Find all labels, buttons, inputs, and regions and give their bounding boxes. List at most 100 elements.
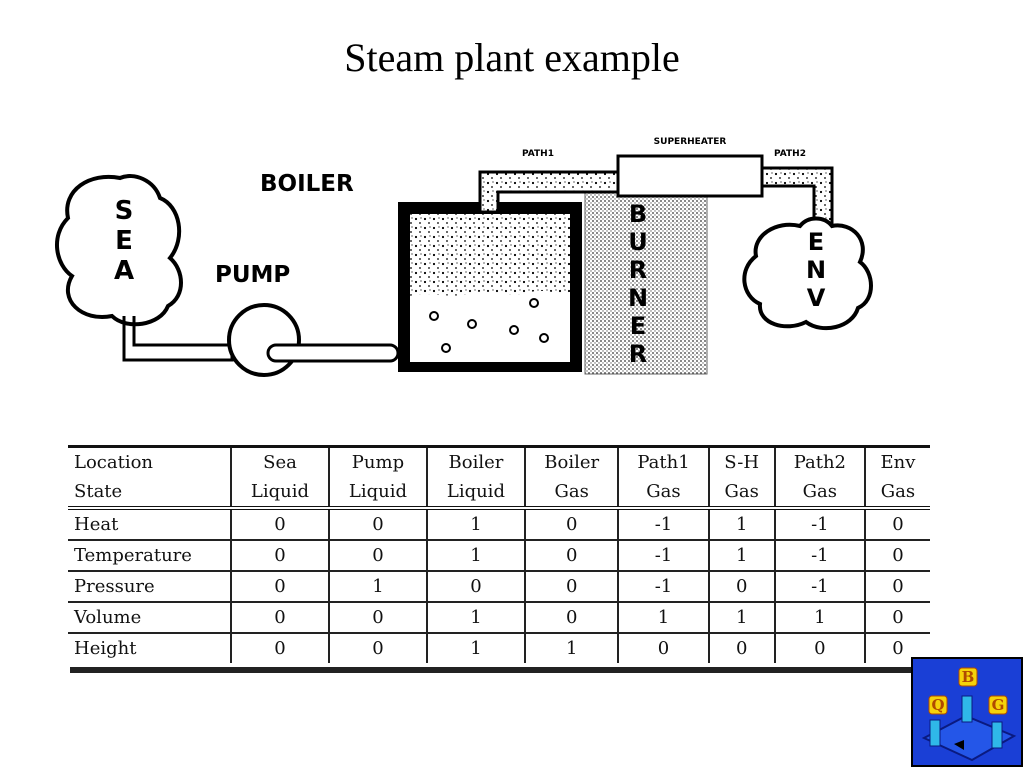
svg-text:N: N [628, 284, 648, 312]
row-label: Volume [68, 602, 231, 634]
header-cell: Gas [863, 477, 930, 510]
boiler-water [410, 290, 570, 362]
table-cell: 0 [327, 540, 427, 572]
table-cell: 1 [707, 508, 775, 541]
table-cell: 0 [617, 633, 709, 663]
table-cell: 0 [523, 508, 619, 541]
superheater [616, 154, 764, 198]
header-cell: Pump [327, 445, 427, 477]
table-bottom-rule [70, 667, 950, 673]
table-cell: 0 [707, 571, 775, 603]
pump-label: PUMP [215, 262, 290, 288]
env-letter: V [807, 284, 826, 312]
svg-text:B: B [629, 200, 647, 228]
svg-text:B: B [962, 668, 975, 686]
sea-letter: A [114, 256, 134, 286]
header-cell: Boiler [425, 445, 525, 477]
table-cell: 0 [863, 540, 930, 572]
steam-plant-diagram: S E A PUMP BOILER B U R N E R PATH1 SUPE… [54, 137, 873, 377]
table-cell: 1 [617, 602, 709, 634]
header-cell: Path2 [773, 445, 865, 477]
table-cell: 0 [863, 508, 930, 541]
header-cell: S-H [707, 445, 775, 477]
pump [227, 303, 301, 377]
path1-label: PATH1 [522, 149, 554, 159]
header-cell: Liquid [327, 477, 427, 510]
header-cell: Gas [773, 477, 865, 510]
table-cell: 0 [707, 633, 775, 663]
superheater-label: SUPERHEATER [654, 137, 727, 147]
table-cell: 1 [327, 571, 427, 603]
header-cell: Location [68, 445, 231, 477]
table-cell: 0 [863, 602, 930, 634]
table-cell: 1 [425, 540, 525, 572]
logo-letter-b: B [958, 667, 978, 687]
table-row: Pressure 0 1 0 0 -1 0 -1 0 [68, 571, 930, 603]
env-letter: E [808, 228, 824, 256]
header-cell: Liquid [230, 477, 329, 510]
header-cell: Gas [707, 477, 775, 510]
table-cell: 0 [523, 602, 619, 634]
row-label: Pressure [68, 571, 231, 603]
table-cell: 0 [327, 633, 427, 663]
row-label: Heat [68, 508, 231, 541]
bqg-logo: B Q G [911, 657, 1023, 767]
header-cell: Path1 [617, 445, 709, 477]
table-cell: 0 [230, 508, 329, 541]
table-cell: 1 [425, 602, 525, 634]
path2-label: PATH2 [774, 149, 806, 159]
svg-text:G: G [992, 696, 1005, 714]
logo-letter-q: Q [928, 695, 948, 715]
table-row: Height 0 0 1 1 0 0 0 0 [68, 633, 930, 663]
table-cell: 1 [523, 633, 619, 663]
svg-text:Q: Q [931, 696, 944, 714]
table-cell: 1 [773, 602, 865, 634]
pipe-pump-to-boiler [266, 343, 400, 363]
svg-text:U: U [628, 228, 648, 256]
table-cell: 0 [523, 540, 619, 572]
env-cloud [742, 216, 873, 331]
table-cell: -1 [617, 540, 709, 572]
table-cell: -1 [773, 508, 865, 541]
boiler-label: BOILER [260, 171, 354, 197]
table-cell: 0 [230, 540, 329, 572]
table-cell: 0 [425, 571, 525, 603]
table-cell: 0 [523, 571, 619, 603]
table-cell: -1 [773, 540, 865, 572]
svg-text:E: E [630, 312, 646, 340]
header-row-state: State Liquid Liquid Liquid Gas Gas Gas G… [68, 477, 930, 510]
table-cell: -1 [617, 508, 709, 541]
logo-letter-g: G [988, 695, 1008, 715]
header-cell: Boiler [523, 445, 619, 477]
table-cell: 0 [773, 633, 865, 663]
slide-title: Steam plant example [344, 35, 680, 80]
sea-cloud [54, 174, 183, 327]
svg-text:R: R [629, 340, 647, 368]
table-cell: 0 [230, 633, 329, 663]
table-row: Volume 0 0 1 0 1 1 1 0 [68, 602, 930, 634]
table-cell: 0 [230, 571, 329, 603]
table-cell: 0 [863, 571, 930, 603]
header-cell: Liquid [425, 477, 525, 510]
boiler-gas-space [410, 214, 570, 296]
header-cell: State [68, 477, 231, 510]
header-cell: Gas [523, 477, 619, 510]
svg-text:R: R [629, 256, 647, 284]
table-cell: -1 [617, 571, 709, 603]
table-cell: 1 [707, 602, 775, 634]
table-cell: 1 [425, 633, 525, 663]
burner [584, 191, 708, 375]
burner-label: B U R N E R [628, 200, 648, 368]
table-cell: -1 [773, 571, 865, 603]
sea-letter: S [115, 196, 134, 226]
table-cell: 0 [230, 602, 329, 634]
header-row-location: Location Sea Pump Boiler Boiler Path1 S-… [68, 445, 930, 477]
table-cell: 1 [707, 540, 775, 572]
table-row: Heat 0 0 1 0 -1 1 -1 0 [68, 508, 930, 541]
state-table: Location Sea Pump Boiler Boiler Path1 S-… [68, 445, 930, 663]
env-letter: N [806, 256, 826, 284]
sea-letter: E [115, 226, 133, 256]
header-cell: Sea [230, 445, 329, 477]
table-cell: 0 [327, 508, 427, 541]
header-cell: Gas [617, 477, 709, 510]
